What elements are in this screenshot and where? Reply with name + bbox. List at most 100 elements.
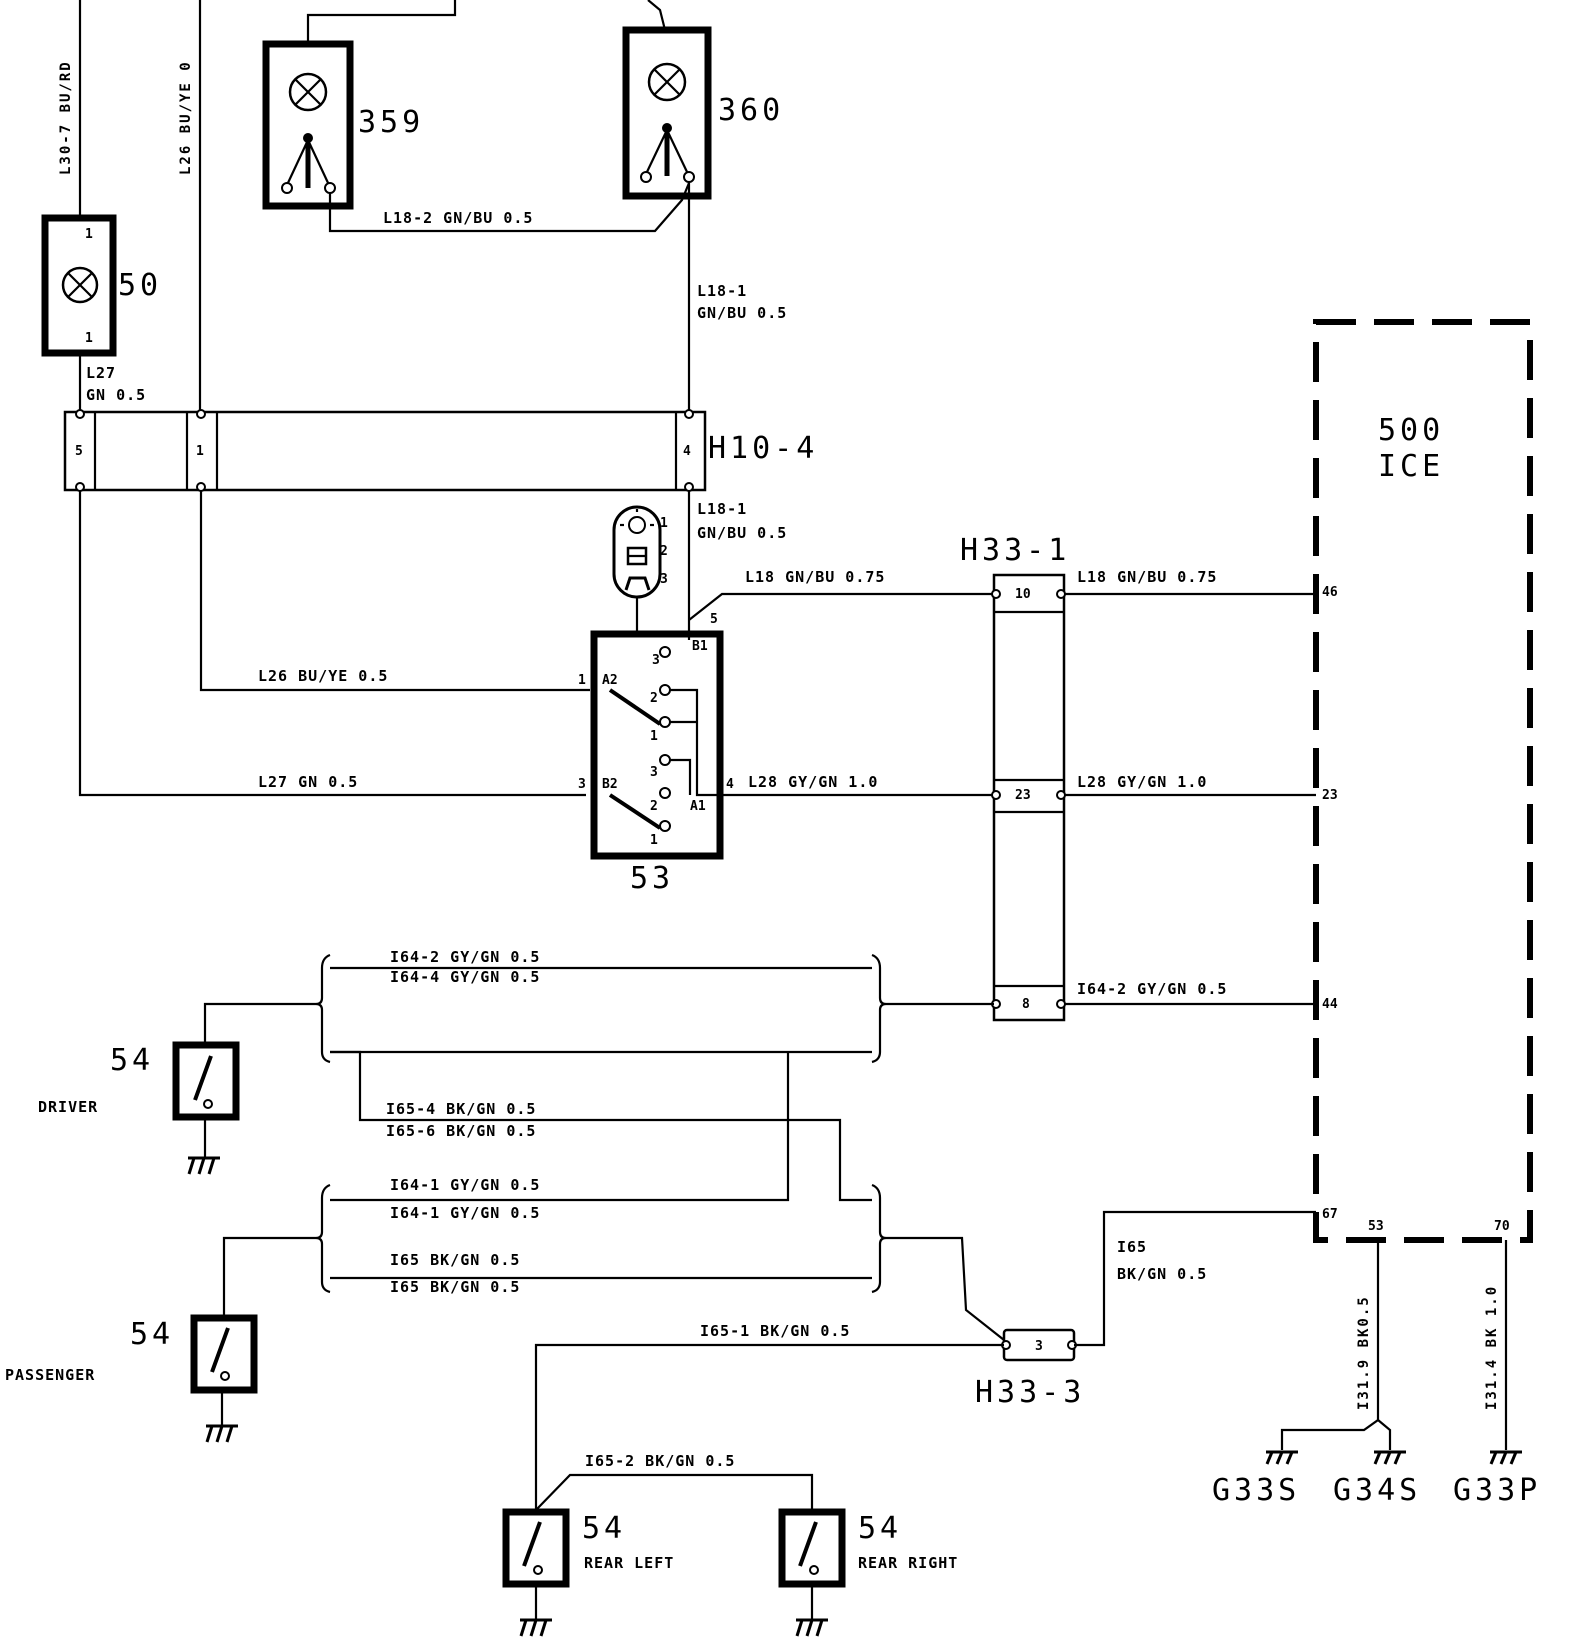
connector-h33-1: 10 23 8 H33-1	[960, 533, 1066, 1022]
sw53-b2: B2	[602, 777, 618, 792]
wire-label-i65-1: I65-1 BK/GN 0.5	[700, 1322, 850, 1340]
sw53-pin-3: 3	[578, 777, 586, 792]
wire-label-i64-2b: I64-2 GY/GN 0.5	[1077, 980, 1227, 998]
wire-label-l27-top-1: L27	[86, 364, 116, 382]
wire-label-l30-7: L30-7 BU/RD	[58, 60, 74, 175]
wire-label-i65-r-1: I65	[1117, 1238, 1147, 1256]
wire-label-l18-2: L18-2 GN/BU 0.5	[383, 209, 533, 227]
h33-3-label: H33-3	[975, 1375, 1085, 1410]
lamp-360-label: 360	[718, 93, 784, 128]
wire-label-l18-b: L18 GN/BU 0.75	[1077, 568, 1217, 586]
connector-h10-4: 5 1 4 H10-4	[63, 409, 818, 492]
lamp-50-pin-bottom: 1	[85, 331, 93, 346]
wire-label-l26: L26 BU/YE 0.5	[258, 667, 388, 685]
wire-label-i65-a: I65 BK/GN 0.5	[390, 1251, 520, 1269]
ice-pin-46: 46	[1322, 585, 1338, 600]
sw53-contact-l1: 1	[650, 833, 658, 848]
wire-label-i65-r-2: BK/GN 0.5	[1117, 1265, 1207, 1283]
ground-g34s-label: G34S	[1333, 1473, 1421, 1508]
lamp-359: 359	[262, 0, 457, 210]
ice-pin-67: 67	[1322, 1207, 1338, 1222]
h33-1-pin-8: 8	[1022, 997, 1030, 1012]
ground-g33p: G33P	[1453, 1450, 1541, 1508]
indicator-pin-2: 2	[660, 544, 668, 559]
harness-bundle-upper: I64-2 GY/GN 0.5 I64-4 GY/GN 0.5 I65-4 BK…	[315, 948, 994, 1202]
switch-54-driver: 54 DRIVER	[38, 1002, 316, 1175]
indicator-symbols: 1 2 3	[612, 505, 668, 632]
sw53-pin-4: 4	[726, 777, 734, 792]
h10-4-pin-5: 5	[75, 444, 83, 459]
ground-g33p-label: G33P	[1453, 1473, 1541, 1508]
h33-1-pin-10: 10	[1015, 587, 1031, 602]
wire-label-i65-b: I65 BK/GN 0.5	[390, 1278, 520, 1296]
sw53-contact-u1: 1	[650, 729, 658, 744]
connector-h33-3: 3 H33-3	[975, 1328, 1085, 1410]
switch-passenger-name: PASSENGER	[5, 1366, 95, 1384]
switch-rear-left-name: REAR LEFT	[584, 1554, 674, 1572]
wire-label-l27-top-2: GN 0.5	[86, 386, 146, 404]
lamp-360: 360	[622, 0, 784, 200]
top-feed-wires: L30-7 BU/RD L26 BU/YE 0	[58, 0, 202, 412]
indicator-pin-1: 1	[660, 516, 668, 531]
ice-500-name: ICE	[1378, 449, 1444, 484]
ice-500-module: 500 ICE 46 23 44 67 53 70	[1313, 319, 1533, 1243]
wire-label-l18-a: L18 GN/BU 0.75	[745, 568, 885, 586]
h10-4-label: H10-4	[708, 431, 818, 466]
wire-label-i64-2: I64-2 GY/GN 0.5	[390, 948, 540, 966]
ice-pin-70: 70	[1494, 1219, 1510, 1234]
sw53-contact-u3: 3	[652, 653, 660, 668]
ground-wires: I31.9 BK0.5 I31.4 BK 1.0	[1280, 1240, 1508, 1450]
h33-3-pin-3: 3	[1035, 1339, 1043, 1354]
switch-53: 1 3 4 5 A2 B2 A1 B1 3 2 1 3 2 1 53	[578, 612, 734, 896]
switch-54-rear-right: 54 REAR RIGHT	[778, 1508, 958, 1637]
wire-label-l18-1-mid-1: L18-1	[697, 500, 747, 518]
wire-label-i65-6: I65-6 BK/GN 0.5	[386, 1122, 536, 1140]
wire-label-l18-1-mid-2: GN/BU 0.5	[697, 524, 787, 542]
switch-rear-right-num: 54	[858, 1511, 902, 1546]
switch-passenger-num: 54	[130, 1317, 174, 1352]
h10-4-pin-1: 1	[196, 444, 204, 459]
h10-4-pin-4: 4	[683, 444, 691, 459]
wire-label-l18-1-top-2: GN/BU 0.5	[697, 304, 787, 322]
wire-label-l28-a: L28 GY/GN 1.0	[748, 773, 878, 791]
switch-driver-name: DRIVER	[38, 1098, 98, 1116]
harness-bundle-lower: I64-1 GY/GN 0.5 I64-1 GY/GN 0.5 I65 BK/G…	[315, 1176, 1005, 1341]
wire-label-l26-top: L26 BU/YE 0	[178, 60, 194, 175]
lamp-50-pin-top: 1	[85, 227, 93, 242]
wire-label-l28-b: L28 GY/GN 1.0	[1077, 773, 1207, 791]
sw53-contact-l3: 3	[650, 765, 658, 780]
sw53-pin-1: 1	[578, 673, 586, 688]
wire-label-l18-1-top-1: L18-1	[697, 282, 747, 300]
sw53-contact-l2: 2	[650, 799, 658, 814]
switch-54-rear-left: 54 REAR LEFT	[502, 1508, 674, 1637]
switch-54-passenger: 54 PASSENGER	[5, 1236, 316, 1443]
switch-53-label: 53	[630, 861, 674, 896]
sw53-pin-5: 5	[710, 612, 718, 627]
sw53-contact-u2: 2	[650, 691, 658, 706]
wire-label-i31-4: I31.4 BK 1.0	[1484, 1285, 1500, 1410]
ground-g34s: G34S	[1333, 1450, 1421, 1508]
ice-pin-53: 53	[1368, 1219, 1384, 1234]
ice-pin-23: 23	[1322, 788, 1338, 803]
lamp-359-label: 359	[358, 105, 424, 140]
ice-pin-44: 44	[1322, 997, 1338, 1012]
wire-label-i64-4: I64-4 GY/GN 0.5	[390, 968, 540, 986]
ice-500-number: 500	[1378, 413, 1444, 448]
wire-label-i64-1b: I64-1 GY/GN 0.5	[390, 1204, 540, 1222]
sw53-b1: B1	[692, 639, 708, 654]
wire-label-i31-9: I31.9 BK0.5	[1356, 1295, 1372, 1410]
indicator-pin-3: 3	[660, 572, 668, 587]
wire-label-i65-2: I65-2 BK/GN 0.5	[585, 1452, 735, 1470]
ground-g33s: G33S	[1212, 1450, 1300, 1508]
switch-rear-right-name: REAR RIGHT	[858, 1554, 958, 1572]
wire-label-l27: L27 GN 0.5	[258, 773, 358, 791]
lamp-50: 1 1 50	[41, 214, 158, 357]
ground-g33s-label: G33S	[1212, 1473, 1300, 1508]
switch-rear-left-num: 54	[582, 1511, 626, 1546]
sw53-a1: A1	[690, 799, 706, 814]
switch-driver-num: 54	[110, 1043, 154, 1078]
wire-label-i65-4: I65-4 BK/GN 0.5	[386, 1100, 536, 1118]
wire-label-i64-1a: I64-1 GY/GN 0.5	[390, 1176, 540, 1194]
h33-1-pin-23: 23	[1015, 788, 1031, 803]
